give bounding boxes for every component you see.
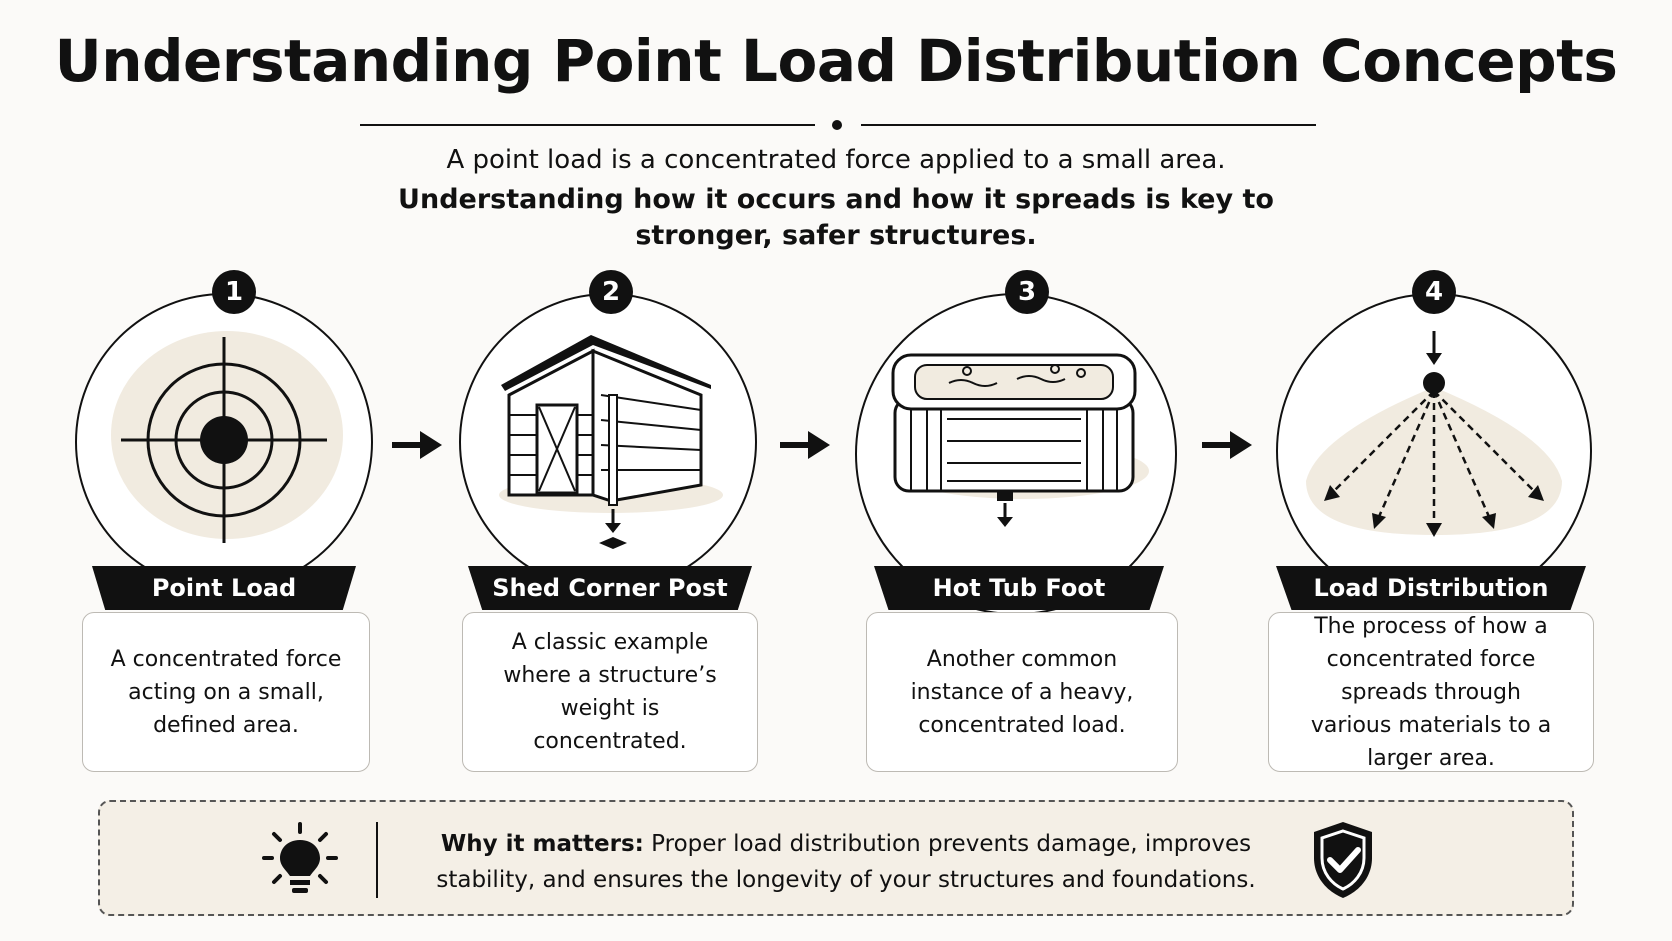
target-icon xyxy=(111,331,343,543)
why-it-matters-text: Why it matters: Proper load distribution… xyxy=(406,826,1286,898)
step-2-description: A classic example where a structure’s we… xyxy=(462,612,758,772)
step-3-number: 3 xyxy=(1005,270,1049,314)
step-1-description: A concentrated force acting on a small, … xyxy=(82,612,370,772)
why-it-matters-label: Why it matters: xyxy=(440,831,644,857)
step-3-label: Hot Tub Foot xyxy=(874,566,1164,610)
why-it-matters-box: Why it matters: Proper load distribution… xyxy=(98,800,1574,916)
step-4-description: The process of how a concentrated force … xyxy=(1268,612,1594,772)
shield-check-icon xyxy=(1314,822,1372,898)
step-2-number: 2 xyxy=(589,270,633,314)
intro-emphasis: Understanding how it occurs and how it s… xyxy=(0,182,1672,254)
title-divider xyxy=(360,118,1316,132)
step-1-number: 1 xyxy=(212,270,256,314)
step-2-circle xyxy=(459,293,757,591)
hot-tub-icon xyxy=(891,353,1149,527)
intro-line: A point load is a concentrated force app… xyxy=(446,145,1226,175)
intro-emphasis-line-2: stronger, safer structures. xyxy=(635,220,1037,251)
shed-icon xyxy=(499,335,723,549)
arrow-right-icon xyxy=(1202,431,1252,459)
step-1-label: Point Load xyxy=(92,566,356,610)
step-4-number: 4 xyxy=(1412,270,1456,314)
load-spread-icon xyxy=(1306,331,1562,537)
step-4-circle xyxy=(1276,293,1592,609)
lightbulb-icon xyxy=(262,822,338,893)
page-title: Understanding Point Load Distribution Co… xyxy=(54,27,1618,95)
step-2-label: Shed Corner Post xyxy=(468,566,752,610)
arrow-right-icon xyxy=(780,431,830,459)
step-3-description: Another common instance of a heavy, conc… xyxy=(866,612,1178,772)
step-4-label: Load Distribution xyxy=(1276,566,1586,610)
why-it-matters-body: Proper load distribution prevents damage… xyxy=(436,831,1256,893)
intro-emphasis-line-1: Understanding how it occurs and how it s… xyxy=(398,184,1274,215)
why-it-matters-divider xyxy=(376,822,378,898)
step-1-circle xyxy=(75,293,373,591)
arrow-right-icon xyxy=(392,431,442,459)
step-3-circle xyxy=(855,293,1177,615)
